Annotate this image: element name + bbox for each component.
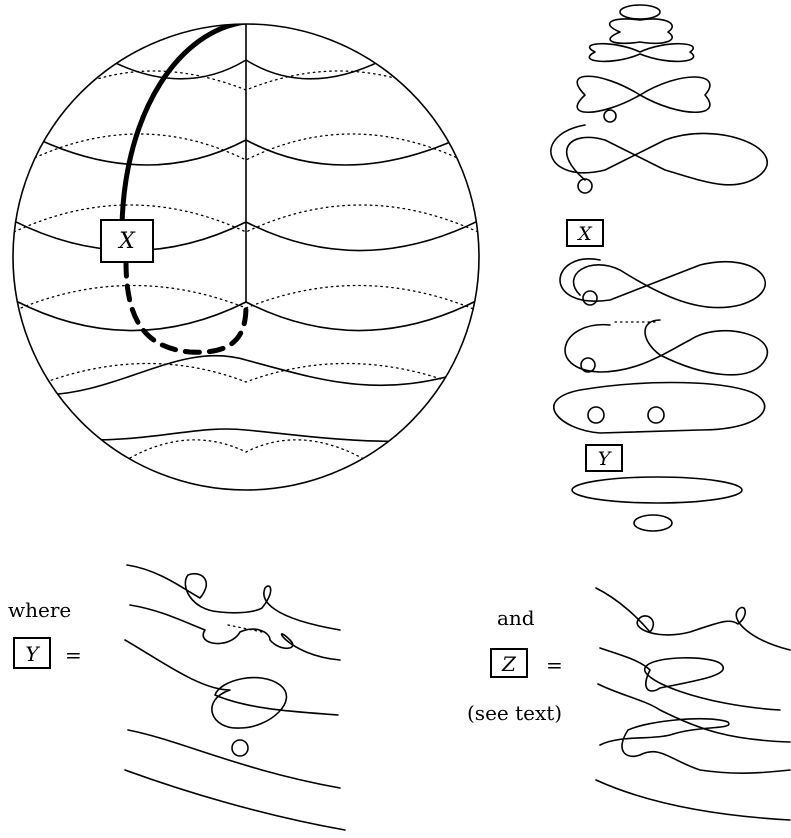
y-loop-small — [231, 739, 249, 757]
z-label: Z — [501, 652, 517, 676]
latitude-curve — [39, 139, 456, 166]
and-text: and — [497, 606, 535, 630]
z-strand-1 — [595, 587, 791, 651]
z-strand-4 — [599, 717, 791, 774]
x-label-small: X — [576, 223, 593, 245]
y-definition: where Y = — [8, 564, 346, 831]
z-strand-3 — [597, 683, 791, 743]
z-definition: and Z = (see text) — [467, 587, 791, 821]
y-strand-1 — [126, 564, 341, 631]
curve-stage-7-loop-b — [647, 406, 665, 424]
deformation-path-dashed — [123, 259, 249, 355]
y-strand-2 — [129, 604, 341, 661]
deformation-path — [119, 24, 249, 228]
curve-stage-7-loop-a — [587, 406, 605, 424]
y-label-box-small: Y — [585, 444, 623, 472]
dotted-arc — [13, 204, 479, 233]
z-strand-5 — [595, 779, 791, 821]
x-label-box-small: X — [566, 219, 604, 247]
curve-stage-6-loop — [580, 357, 596, 373]
curve-stage-8 — [571, 476, 743, 504]
curve-stage-4-loop — [577, 178, 593, 194]
latitude-curve — [39, 354, 471, 396]
curve-stage-9 — [633, 514, 673, 532]
x-label: X — [117, 229, 136, 254]
small-loop — [619, 4, 661, 20]
z-label-box: Z — [490, 648, 528, 678]
curve-stage-4 — [550, 124, 768, 186]
curve-stage-6 — [564, 319, 769, 376]
y-label-small: Y — [598, 448, 613, 470]
curve-sequence: X Y — [550, 4, 769, 532]
equals-z: = — [546, 653, 563, 677]
y-strand-2-dotted — [227, 624, 263, 633]
y-strand-3 — [124, 639, 339, 729]
curve-stage-5 — [559, 258, 766, 309]
curve-stage-5-loop — [582, 290, 598, 306]
curve-stage-3 — [576, 75, 711, 114]
x-label-box: X — [100, 219, 154, 263]
dotted-arc — [45, 362, 451, 383]
z-strand-2 — [599, 647, 781, 711]
y-label: Y — [25, 642, 40, 666]
dotted-arc — [129, 439, 363, 459]
y-strand-5 — [124, 769, 346, 831]
dotted-arc — [29, 133, 463, 161]
latitude-curve — [89, 428, 441, 443]
dotted-arc — [67, 70, 431, 91]
curve-stage-3-loop — [603, 109, 617, 123]
curve-stage-7 — [553, 381, 766, 434]
where-text: where — [8, 598, 71, 622]
see-text: (see text) — [467, 701, 562, 725]
sphere-diagram: X — [12, 23, 480, 491]
curve-stage-1 — [608, 18, 674, 45]
y-strand-4 — [127, 729, 341, 789]
curve-stage-2 — [588, 42, 695, 63]
equals-y: = — [65, 643, 82, 667]
y-label-box: Y — [13, 637, 51, 669]
